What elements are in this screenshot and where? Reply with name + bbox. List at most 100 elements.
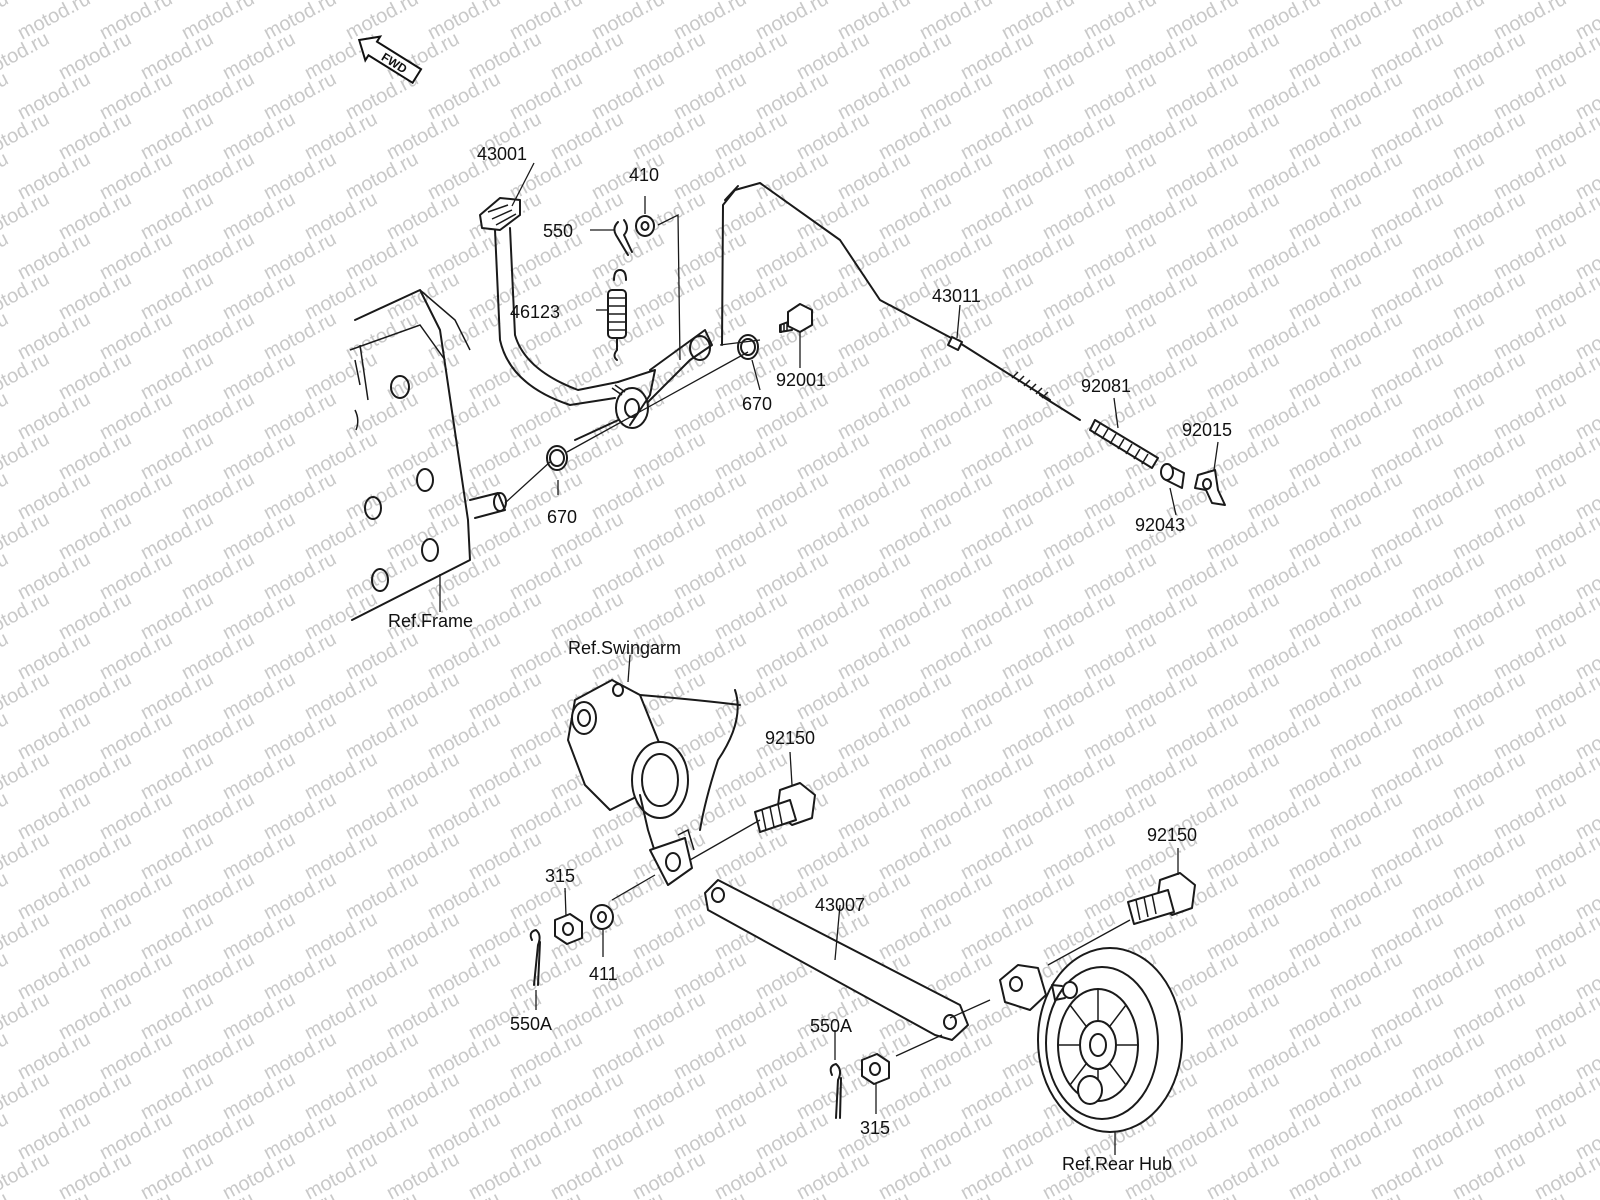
- watermark-text: motod.ru: [0, 1108, 12, 1164]
- watermark-text: motod.ru: [0, 748, 53, 804]
- watermark-text: motod.ru: [506, 1188, 586, 1200]
- watermark-text: motod.ru: [0, 548, 12, 604]
- label-92043: 92043: [1135, 515, 1185, 535]
- watermark-text: motod.ru: [916, 1188, 996, 1200]
- watermark-text: motod.ru: [1285, 1148, 1365, 1200]
- watermark-text: motod.ru: [0, 988, 53, 1044]
- label-410: 410: [629, 165, 659, 185]
- watermark-text: motod.ru: [0, 388, 12, 444]
- bolt-92001: [779, 303, 813, 333]
- watermark-text: motod.ru: [1531, 988, 1600, 1044]
- watermark-text: motod.ru: [957, 1148, 1037, 1200]
- watermark-text: motod.ru: [1408, 1188, 1488, 1200]
- watermark-text: motod.ru: [0, 1068, 53, 1124]
- watermark-text: motod.ru: [1531, 268, 1600, 324]
- watermark-text: motod.ru: [0, 868, 12, 924]
- label-550a-right: 550A: [810, 1016, 852, 1036]
- watermark-text: motod.ru: [670, 1188, 750, 1200]
- watermark-text: motod.ru: [0, 908, 53, 964]
- watermark-text: motod.ru: [301, 1148, 381, 1200]
- watermark-text: motod.ru: [260, 1188, 340, 1200]
- bolt-92150-upper: [754, 782, 816, 833]
- cotter-pin-550a-left: [529, 929, 541, 986]
- watermark-text: motod.ru: [219, 1148, 299, 1200]
- label-92081: 92081: [1081, 376, 1131, 396]
- watermark-text: motod.ru: [1490, 1188, 1570, 1200]
- label-550: 550: [543, 221, 573, 241]
- torque-link: [704, 879, 969, 1041]
- watermark-text: motod.ru: [137, 1148, 217, 1200]
- watermark-text: motod.ru: [1531, 1148, 1600, 1200]
- watermark-text: motod.ru: [1531, 828, 1600, 884]
- washer-410: [635, 215, 655, 237]
- watermark-text: motod.ru: [1162, 1188, 1242, 1200]
- watermark-text: motod.ru: [1531, 588, 1600, 644]
- watermark-text: motod.ru: [1531, 28, 1600, 84]
- watermark-text: motod.ru: [0, 468, 12, 524]
- label-315-right: 315: [860, 1118, 890, 1138]
- return-spring: [607, 269, 627, 396]
- washer-411: [590, 904, 614, 930]
- cotter-pin-550: [613, 219, 633, 256]
- brake-rod: [721, 182, 1081, 421]
- watermark-text: motod.ru: [465, 1148, 545, 1200]
- watermark-text: motod.ru: [1244, 1188, 1324, 1200]
- watermark-text: motod.ru: [0, 1028, 12, 1084]
- label-ref-frame: Ref.Frame: [388, 611, 473, 631]
- swingarm-part: [567, 679, 741, 886]
- watermark-text: motod.ru: [0, 108, 53, 164]
- watermark-text: motod.ru: [0, 788, 12, 844]
- bolt-92150-lower: [1127, 872, 1196, 925]
- label-43001: 43001: [477, 144, 527, 164]
- label-92015: 92015: [1182, 420, 1232, 440]
- watermark-text: motod.ru: [711, 1148, 791, 1200]
- frame-part: [349, 289, 507, 621]
- watermark-text: motod.ru: [1531, 428, 1600, 484]
- watermark-text: motod.ru: [424, 1188, 504, 1200]
- label-43011: 43011: [932, 286, 981, 306]
- watermark-text: motod.ru: [0, 628, 12, 684]
- watermark-text: motod.ru: [0, 1148, 53, 1200]
- label-411: 411: [589, 964, 618, 984]
- brake-pedal: [479, 197, 713, 441]
- watermark-text: motod.ru: [1367, 1148, 1447, 1200]
- watermark-text: motod.ru: [547, 1148, 627, 1200]
- watermark-text: motod.ru: [55, 1148, 135, 1200]
- watermark-text: motod.ru: [1449, 1148, 1529, 1200]
- watermark-text: motod.ru: [1531, 348, 1600, 404]
- nut-315-right: [861, 1053, 890, 1085]
- wing-nut-92015: [1194, 469, 1226, 506]
- watermark-text: motod.ru: [834, 1188, 914, 1200]
- label-92150-lower: 92150: [1147, 825, 1197, 845]
- watermark-text: motod.ru: [1531, 908, 1600, 964]
- rod-spring-92081: [1089, 419, 1159, 469]
- watermark-text: motod.ru: [383, 1148, 463, 1200]
- watermark-text: motod.ru: [0, 268, 53, 324]
- label-315-left: 315: [545, 866, 575, 886]
- watermark-text: motod.ru: [1531, 748, 1600, 804]
- watermark-text: motod.ru: [0, 0, 12, 44]
- watermark-text: motod.ru: [1531, 188, 1600, 244]
- watermark-text: motod.ru: [0, 428, 53, 484]
- watermark-text: motod.ru: [1203, 1148, 1283, 1200]
- cotter-pin-550a-right: [829, 1063, 842, 1119]
- label-46123: 46123: [510, 302, 560, 322]
- watermark-text: motod.ru: [1531, 508, 1600, 564]
- label-92150-upper: 92150: [765, 728, 815, 748]
- watermark-text: motod.ru: [0, 28, 53, 84]
- watermark-text: motod.ru: [0, 588, 53, 644]
- watermark-text: motod.ru: [0, 508, 53, 564]
- watermark-text: motod.ru: [1080, 1188, 1160, 1200]
- label-ref-rear-hub: Ref.Rear Hub: [1062, 1154, 1172, 1174]
- watermark-text: motod.ru: [1326, 1188, 1406, 1200]
- washer-670-lower: [546, 445, 568, 471]
- watermark-text: motod.ru: [0, 948, 12, 1004]
- watermark-text: motod.ru: [0, 308, 12, 364]
- watermark-text: motod.ru: [1531, 1068, 1600, 1124]
- watermark-text: motod.ru: [0, 148, 12, 204]
- watermark-text: motod.ru: [96, 1188, 176, 1200]
- label-92001: 92001: [776, 370, 826, 390]
- watermark-text: motod.ru: [588, 1188, 668, 1200]
